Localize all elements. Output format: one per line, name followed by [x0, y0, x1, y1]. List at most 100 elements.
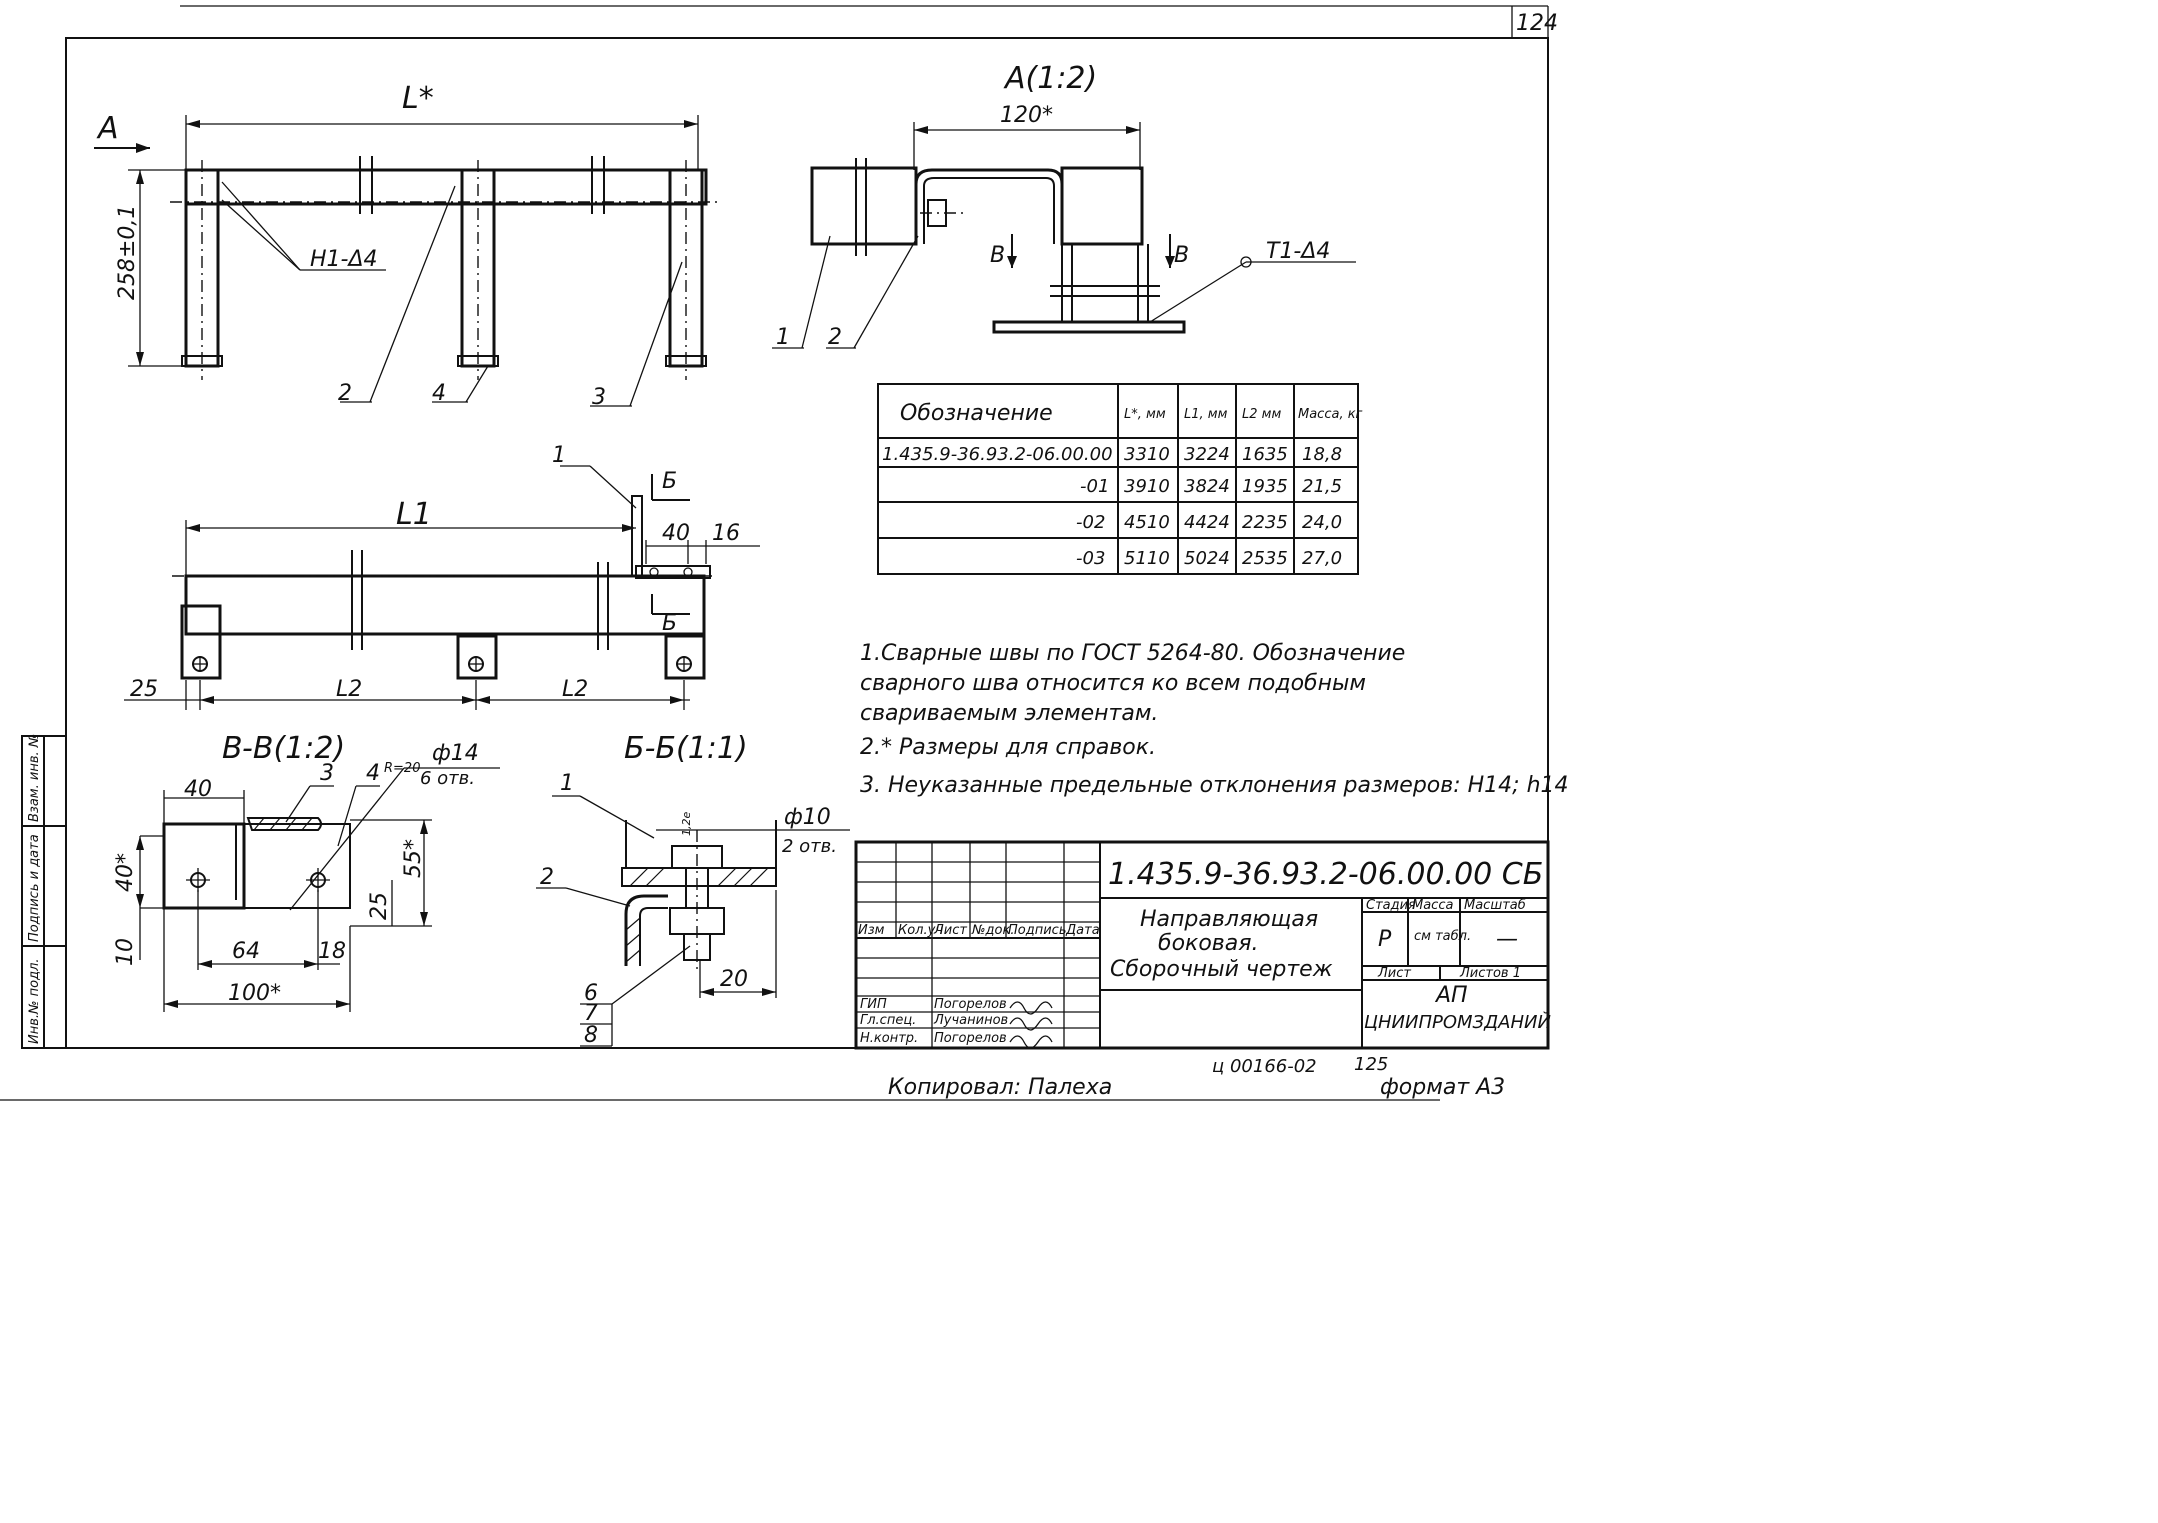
- tb-signer-role-1: Гл.спец.: [860, 1013, 916, 1028]
- callout-1-detail: 1: [776, 325, 790, 350]
- table-header-l: L*, мм: [1124, 407, 1166, 422]
- vv-dim-25: 25: [367, 892, 392, 920]
- table-header-l1: L1, мм: [1184, 407, 1228, 422]
- table-row-0-l2: 1635: [1242, 444, 1288, 465]
- callout-7-bb: 7: [584, 1001, 598, 1026]
- tb-name-line1: Направляющая: [1140, 907, 1318, 932]
- tb-col-list: Лист: [933, 923, 967, 938]
- callout-1-plan: 1: [552, 443, 566, 468]
- table-row-2-l2: 2235: [1242, 512, 1288, 533]
- table-row-0-l: 3310: [1124, 444, 1170, 465]
- tb-mass-value: см табл.: [1414, 929, 1471, 944]
- table-row-3-l2: 2535: [1242, 548, 1288, 569]
- table-row-3-mass: 27,0: [1302, 548, 1342, 569]
- callout-2-main: 2: [338, 381, 352, 406]
- callout-8-bb: 8: [584, 1023, 598, 1048]
- tb-org-line1: АП: [1434, 983, 1468, 1008]
- table-row-2-mass: 24,0: [1302, 512, 1342, 533]
- tb-signer-name-0: Погорелов: [934, 997, 1007, 1012]
- tb-stage-header: Стадия: [1366, 898, 1416, 913]
- main-view: A L* 258±0,1: [94, 81, 720, 410]
- footer-copied: Копировал: Палеха: [888, 1075, 1112, 1100]
- vv-hole-dim: ф14: [432, 741, 479, 766]
- title-block: Изм Кол.уч Лист №док. Подпись Дата ГИП П…: [854, 840, 1551, 1050]
- vv-dim-64: 64: [232, 939, 260, 964]
- table-row-3-l: 5110: [1124, 548, 1170, 569]
- tb-signer-name-2: Погорелов: [934, 1031, 1007, 1046]
- table-row-1-l: 3910: [1124, 476, 1170, 497]
- length-l-label: L*: [402, 81, 434, 116]
- height-dim: 258±0,1: [115, 205, 140, 300]
- table-row-0-l1: 3224: [1184, 444, 1230, 465]
- table-row-1-l2: 1935: [1242, 476, 1288, 497]
- tb-name-line3: Сборочный чертеж: [1110, 957, 1333, 982]
- weld-mark-t1: T1-Δ4: [1266, 239, 1330, 264]
- note-2: 2.* Размеры для справок.: [860, 735, 1156, 760]
- bb-dim-20: 20: [720, 967, 748, 992]
- section-mark-b-right: B: [1174, 243, 1189, 268]
- callout-2-bb: 2: [540, 865, 554, 890]
- stamp-signature-date: Подпись и дата: [27, 834, 42, 942]
- detail-a-title: A(1:2): [1003, 61, 1097, 96]
- dim-16-plan: 16: [712, 521, 740, 546]
- tb-signer-name-1: Лучанинов: [933, 1013, 1008, 1028]
- dim-l2-right: L2: [562, 677, 588, 702]
- drawing-sheet: 124 Инв.№ подл. Подпись и дата Взам. инв…: [0, 5, 1568, 1101]
- bb-hole-dim: ф10: [784, 805, 831, 830]
- table-row-3-code: -03: [1076, 548, 1105, 569]
- table-header-mass: Масса, кг: [1298, 407, 1363, 422]
- callout-1-bb: 1: [560, 771, 574, 796]
- view-a-label: A: [96, 111, 119, 146]
- footer-inventory: ц 00166-02: [1212, 1056, 1317, 1077]
- table-row-2-l: 4510: [1124, 512, 1170, 533]
- bb-hole-count: 2 отв.: [782, 836, 837, 857]
- callout-6-bb: 6: [584, 981, 598, 1006]
- tb-sheets-label: Листов 1: [1459, 966, 1521, 981]
- vv-hole-count: 6 отв.: [420, 768, 475, 789]
- tb-code: 1.435.9-36.93.2-06.00.00 СБ: [1108, 857, 1543, 892]
- sheet-number: 124: [1516, 11, 1558, 36]
- tb-col-izm: Изм: [858, 923, 885, 938]
- side-stamp: Инв.№ подл. Подпись и дата Взам. инв. №: [21, 734, 67, 1049]
- weld-mark-h1: Н1-Δ4: [310, 247, 378, 272]
- vv-radius: R=20: [384, 761, 420, 776]
- tb-col-ndok: №док.: [971, 923, 1014, 938]
- dim-25-plan: 25: [130, 677, 158, 702]
- section-mark-b-bottom: Б: [662, 611, 677, 636]
- section-vv-title: B-B(1:2): [222, 731, 345, 766]
- section-vv: B-B(1:2) 40 3 4 R=20 ф14 6 отв.: [113, 731, 500, 1012]
- stamp-replace-inv: Взам. инв. №: [27, 734, 42, 822]
- tb-scale-value: —: [1496, 927, 1518, 952]
- spec-table: Обозначение L*, мм L1, мм L2 мм Масса, к…: [877, 383, 1363, 575]
- vv-dim-10: 10: [113, 938, 138, 966]
- tb-sheet-label: Лист: [1377, 966, 1411, 981]
- vv-dim-40s: 40*: [113, 853, 138, 892]
- sheet-frame: 124: [0, 5, 1558, 1101]
- notes: 1.Сварные швы по ГОСТ 5264-80. Обозначен…: [860, 641, 1568, 798]
- footer: ц 00166-02 125 Копировал: Палеха формат …: [888, 1054, 1505, 1100]
- dim-l2-left: L2: [336, 677, 362, 702]
- section-mark-b-left: B: [990, 243, 1005, 268]
- vv-dim-100s: 100*: [228, 981, 281, 1006]
- tb-signer-role-0: ГИП: [860, 997, 887, 1012]
- callout-3-main: 3: [592, 385, 606, 410]
- tb-name-line2: боковая.: [1158, 931, 1258, 956]
- table-row-3-l1: 5024: [1184, 548, 1230, 569]
- tb-mass-header: Масса: [1412, 898, 1453, 913]
- tb-signature-marks: [1009, 1001, 1053, 1049]
- dim-40-plan: 40: [662, 521, 690, 546]
- note-1-line-1: 1.Сварные швы по ГОСТ 5264-80. Обозначен…: [860, 641, 1405, 666]
- footer-page: 125: [1354, 1054, 1388, 1075]
- section-bb: Б-Б(1:1) 1 2 1,2е ф10 2 отв. 20: [536, 731, 850, 1048]
- vv-dim-18: 18: [318, 939, 346, 964]
- plan-l1-label: L1: [396, 497, 432, 532]
- tb-col-koluch: Кол.уч: [898, 923, 943, 938]
- plan-view: L1 1 Б Б 40 16: [124, 443, 760, 710]
- table-header-designation: Обозначение: [900, 401, 1053, 426]
- tb-signer-role-2: Н.контр.: [860, 1031, 918, 1046]
- table-row-1-mass: 21,5: [1302, 476, 1342, 497]
- footer-format: формат А3: [1380, 1075, 1505, 1100]
- bb-gap-dim: 1,2е: [680, 812, 693, 836]
- section-mark-b-top: Б: [662, 469, 677, 494]
- callout-2-detail: 2: [828, 325, 842, 350]
